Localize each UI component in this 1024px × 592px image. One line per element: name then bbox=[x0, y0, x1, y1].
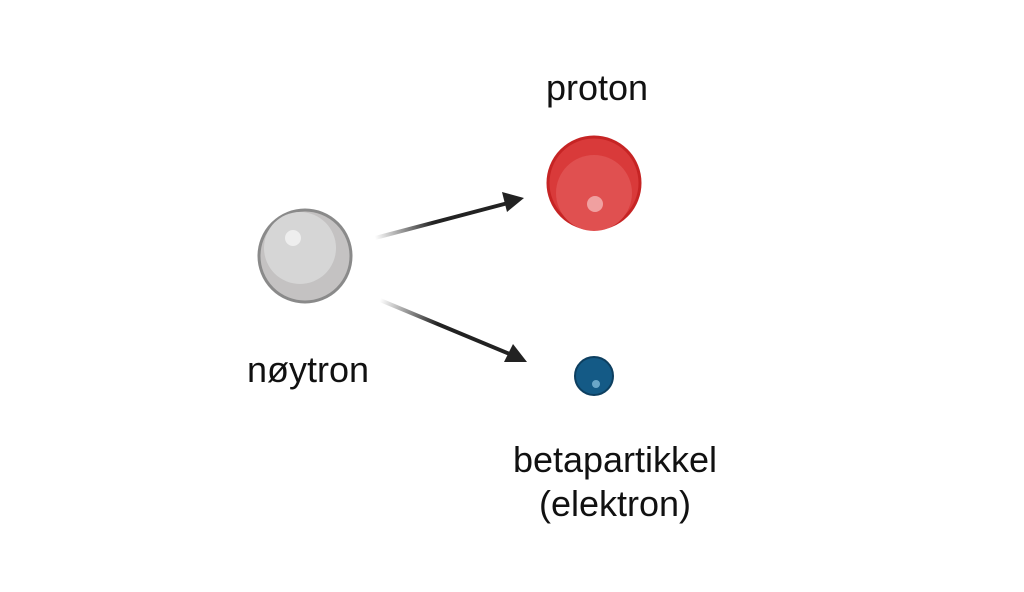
electron-particle bbox=[574, 356, 614, 396]
proton-label: proton bbox=[545, 67, 649, 108]
beta-label-line2: (elektron) bbox=[538, 483, 692, 524]
beta-label-line1: betapartikkel bbox=[512, 439, 718, 480]
neutron-label: nøytron bbox=[246, 349, 370, 390]
proton-particle bbox=[546, 135, 642, 231]
arrow-to-proton bbox=[374, 192, 524, 240]
arrow-to-electron bbox=[379, 298, 527, 362]
neutron-particle bbox=[257, 208, 353, 304]
